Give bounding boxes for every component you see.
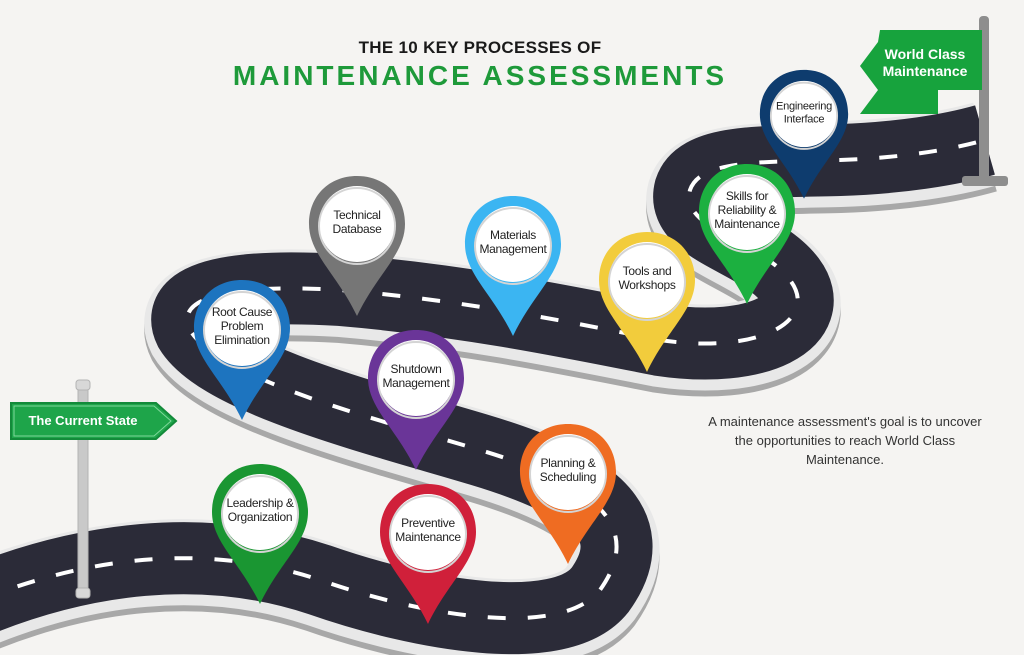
description-text: A maintenance assessment's goal is to un… xyxy=(708,414,982,467)
current-state-sign: The Current State xyxy=(8,400,178,440)
page-title: MAINTENANCE ASSESSMENTS xyxy=(232,60,728,91)
process-pin-shutdown-management: Shutdown Management xyxy=(366,328,466,470)
current-state-label: The Current State xyxy=(28,412,138,428)
process-pin-root-cause: Root Cause Problem Elimination xyxy=(192,278,292,420)
world-class-flag: World Class Maintenance xyxy=(858,30,982,114)
process-pin-engineering-interface: Engineering Interface xyxy=(758,68,850,199)
flag-pole-base xyxy=(962,176,1008,186)
process-pin-skills: Skills for Reliability & Maintenance xyxy=(697,162,797,304)
page-subtitle: THE 10 KEY PROCESSES OF xyxy=(358,38,602,57)
process-pin-technical-database: Technical Database xyxy=(307,174,407,316)
process-label: Tools and Workshops xyxy=(618,264,676,292)
process-label: Preventive Maintenance xyxy=(395,516,461,544)
process-label: Root Cause Problem Elimination xyxy=(211,305,273,347)
process-label: Engineering Interface xyxy=(776,99,832,126)
process-pin-preventive-maintenance: Preventive Maintenance xyxy=(378,482,478,624)
process-label: Materials Management xyxy=(479,228,547,256)
process-label: Technical Database xyxy=(332,208,382,236)
process-label: Planning & Scheduling xyxy=(539,456,597,484)
process-label: Skills for Reliability & Maintenance xyxy=(714,189,780,231)
process-pin-planning-scheduling: Planning & Scheduling xyxy=(518,422,618,564)
process-pin-leadership: Leadership & Organization xyxy=(210,462,310,604)
process-label: Shutdown Management xyxy=(382,362,450,390)
world-class-label: World Class Maintenance xyxy=(882,46,968,79)
flag-icon xyxy=(860,30,982,114)
process-label: Leadership & Organization xyxy=(226,496,294,524)
process-pin-tools-workshops: Tools and Workshops xyxy=(597,230,697,372)
process-pin-materials-management: Materials Management xyxy=(463,194,563,336)
arrow-sign-icon xyxy=(10,402,178,440)
